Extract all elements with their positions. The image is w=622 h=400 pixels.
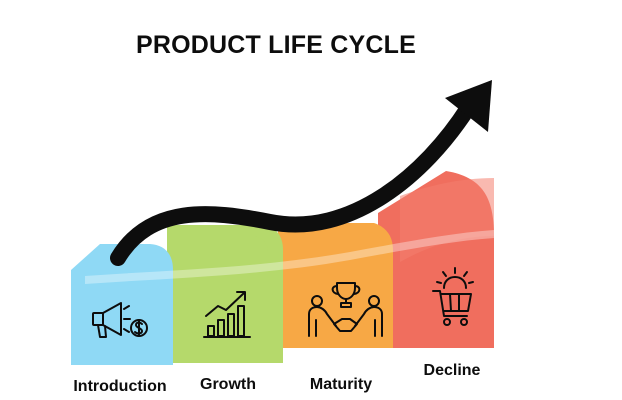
stage-block-decline [378,171,494,348]
megaphone-dollar-icon [92,302,148,338]
ribbon-highlight [85,230,494,284]
stage-label-introduction: Introduction [73,378,167,395]
page-title: PRODUCT LIFE CYCLE [136,31,416,59]
growth-chart-icon [203,291,251,338]
stage-label-growth: Growth [200,376,256,393]
growth-arrow [110,80,492,266]
stage-label-maturity: Maturity [309,376,373,393]
stage-label-decline: Decline [423,362,481,379]
sun-cart-icon [432,267,474,326]
trophy-handshake-icon [308,282,383,337]
stage-block-growth [167,225,283,363]
